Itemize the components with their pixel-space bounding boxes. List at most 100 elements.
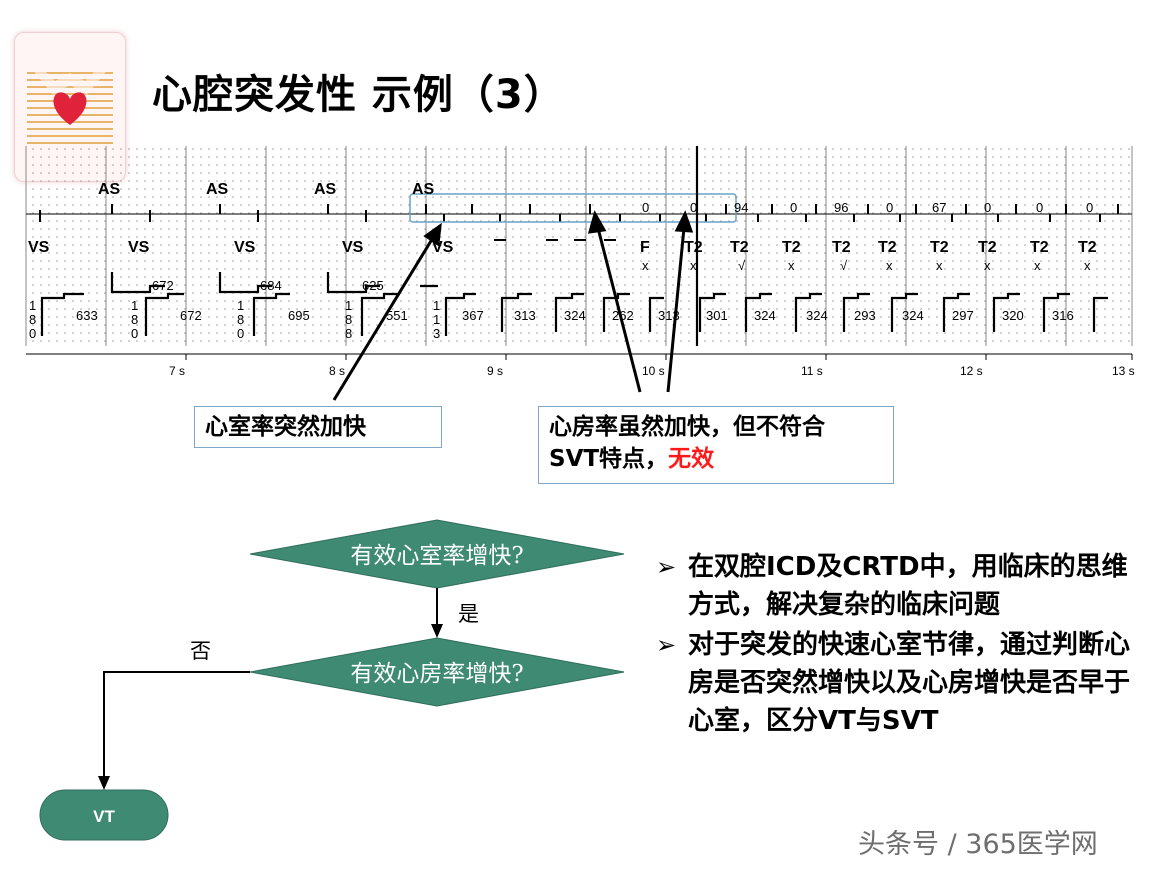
t2-symbol: √ bbox=[738, 258, 746, 273]
rv-interval: 633 bbox=[76, 308, 98, 323]
t2-marker: F bbox=[640, 239, 650, 256]
heart-logo-icon bbox=[27, 53, 113, 144]
rv-interval: 316 bbox=[1052, 308, 1074, 323]
vs-marker: VS bbox=[234, 239, 256, 256]
a-interval: 0 bbox=[886, 200, 893, 215]
a-interval: 0 bbox=[690, 200, 697, 215]
t2-marker: T2 bbox=[1030, 239, 1049, 256]
stack-label: 1 bbox=[29, 298, 36, 313]
rv-interval: 695 bbox=[288, 308, 310, 323]
no-label: 否 bbox=[190, 639, 211, 663]
time-tick: 9 s bbox=[487, 364, 503, 378]
t2-marker: T2 bbox=[878, 239, 897, 256]
t2-symbol: x bbox=[690, 258, 697, 273]
time-tick: 11 s bbox=[801, 364, 823, 378]
t2-marker: T2 bbox=[832, 239, 851, 256]
vs-marker: VS bbox=[128, 239, 150, 256]
vs-marker: VS bbox=[28, 239, 50, 256]
yes-label: 是 bbox=[458, 602, 479, 626]
decision-ventricular-label: 有效心室率增快? bbox=[350, 543, 523, 569]
t2-marker: T2 bbox=[782, 239, 801, 256]
page-title: 心腔突发性 示例（3） bbox=[152, 72, 565, 118]
t2-marker: T2 bbox=[1078, 239, 1097, 256]
bullet-item: ➢ 在双腔ICD及CRTD中，用临床的思维方式，解决复杂的临床问题 bbox=[656, 548, 1146, 624]
time-tick: 8 s bbox=[329, 364, 345, 378]
a-interval: 67 bbox=[932, 200, 946, 215]
t2-marker: T2 bbox=[684, 239, 703, 256]
t2-symbol: x bbox=[1034, 258, 1041, 273]
callout-ventricular: 心室率突然加快 bbox=[194, 406, 442, 448]
rv-interval: 367 bbox=[462, 308, 484, 323]
time-tick: 12 s bbox=[960, 364, 983, 378]
stack-label: 0 bbox=[237, 326, 244, 341]
rv-interval: 324 bbox=[754, 308, 776, 323]
time-tick: 13 s bbox=[1112, 364, 1135, 378]
rv-interval: 324 bbox=[806, 308, 828, 323]
a-interval: 0 bbox=[642, 200, 649, 215]
t2-symbol: √ bbox=[840, 258, 848, 273]
as-marker: AS bbox=[412, 181, 435, 198]
decision-atrial-label: 有效心房率增快? bbox=[350, 661, 523, 687]
result-vt bbox=[39, 789, 169, 841]
stack-label: 8 bbox=[29, 312, 36, 327]
a-interval: 0 bbox=[984, 200, 991, 215]
rv-interval: 313 bbox=[514, 308, 536, 323]
rv-interval: 551 bbox=[386, 308, 408, 323]
as-marker: AS bbox=[98, 181, 121, 198]
upper-interval: 684 bbox=[260, 278, 282, 293]
callout-atrial-line1: 心房率虽然加快，但不符合 bbox=[549, 414, 825, 440]
rv-interval: 672 bbox=[180, 308, 202, 323]
a-interval: 0 bbox=[1086, 200, 1093, 215]
stack-label: 1 bbox=[131, 298, 138, 313]
rv-interval: 320 bbox=[1002, 308, 1024, 323]
stack-label: 8 bbox=[131, 312, 138, 327]
highlight-box bbox=[409, 193, 737, 223]
invalid-highlight: 无效 bbox=[668, 446, 715, 472]
upper-interval: 672 bbox=[152, 278, 174, 293]
stack-label: 0 bbox=[29, 326, 36, 341]
time-tick: 10 s bbox=[642, 364, 665, 378]
stack-label: 8 bbox=[345, 312, 352, 327]
rv-interval: 297 bbox=[952, 308, 974, 323]
rv-interval: 301 bbox=[706, 308, 728, 323]
a-interval: 96 bbox=[834, 200, 848, 215]
bullet-list: ➢ 在双腔ICD及CRTD中，用临床的思维方式，解决复杂的临床问题 ➢ 对于突发… bbox=[656, 548, 1146, 742]
decision-ventricular bbox=[249, 519, 625, 589]
stack-label: 0 bbox=[131, 326, 138, 341]
rv-interval: 324 bbox=[902, 308, 924, 323]
t2-symbol: x bbox=[788, 258, 795, 273]
arrow-right-icon: ➢ bbox=[656, 631, 677, 659]
as-marker: AS bbox=[206, 181, 229, 198]
callout-arrows bbox=[332, 210, 694, 401]
vs-marker: VS bbox=[342, 239, 364, 256]
stack-label: 1 bbox=[433, 298, 440, 313]
a-interval: 0 bbox=[790, 200, 797, 215]
t2-marker: T2 bbox=[730, 239, 749, 256]
flowchart: 有效心室率增快? 是 有效心房率增快? 否 VT bbox=[39, 519, 625, 841]
stack-label: 8 bbox=[237, 312, 244, 327]
t2-symbol: x bbox=[886, 258, 893, 273]
rv-interval: 262 bbox=[612, 308, 634, 323]
decision-atrial bbox=[249, 637, 625, 707]
a-interval: 0 bbox=[1036, 200, 1043, 215]
watermark: 头条号 / 365医学网 bbox=[858, 829, 1098, 860]
callout-atrial-line2-text: SVT特点， bbox=[549, 446, 669, 472]
arrow-down-icon bbox=[98, 776, 110, 790]
time-tick: 7 s bbox=[169, 364, 185, 378]
arrow-right-icon: ➢ bbox=[656, 553, 677, 581]
t2-symbol: x bbox=[642, 258, 649, 273]
rv-interval: 324 bbox=[564, 308, 586, 323]
result-vt-label: VT bbox=[93, 807, 115, 826]
rv-interval: 293 bbox=[854, 308, 876, 323]
stack-label: 3 bbox=[433, 326, 440, 341]
bullet-text: 对于突发的快速心室节律，通过判断心房是否突然增快以及心房增快是否早于心室，区分V… bbox=[688, 630, 1131, 736]
stack-label: 8 bbox=[345, 326, 352, 341]
as-marker: AS bbox=[314, 181, 337, 198]
upper-interval: 625 bbox=[362, 278, 384, 293]
arrow-down-icon bbox=[431, 624, 443, 638]
stack-label: 1 bbox=[237, 298, 244, 313]
callout-ventricular-text: 心室率突然加快 bbox=[205, 414, 366, 440]
callout-atrial-line2: SVT特点，无效 bbox=[549, 443, 883, 475]
bullet-item: ➢ 对于突发的快速心室节律，通过判断心房是否突然增快以及心房增快是否早于心室，区… bbox=[656, 626, 1146, 740]
t2-symbol: x bbox=[936, 258, 943, 273]
